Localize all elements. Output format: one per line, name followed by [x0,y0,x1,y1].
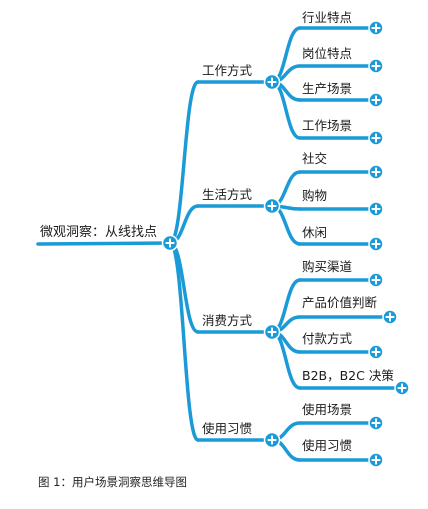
leaf-plus-icon[interactable] [368,130,384,146]
leaf-plus-icon[interactable] [368,58,384,74]
leaf-label: 行业特点 [302,10,352,25]
branch-label: 工作方式 [202,63,253,78]
root-underline [36,241,172,246]
figure-caption: 图 1：用户场景洞察思维导图 [38,475,187,489]
branch-connector [168,80,200,245]
root-label: 微观洞察：从线找点 [40,225,157,240]
branch-label: 使用习惯 [202,421,252,436]
branch-plus-icon[interactable] [263,323,281,341]
leaf-label: 付款方式 [302,331,353,346]
leaf-label: 产品价值判断 [302,295,377,310]
leaf-plus-icon[interactable] [382,309,398,325]
leaf-label: 使用习惯 [302,438,352,453]
leaf-plus-icon[interactable] [368,164,384,180]
branch-plus-icon[interactable] [263,197,281,215]
leaf-plus-icon[interactable] [368,272,384,288]
leaf-label: B2B，B2C 决策 [302,368,394,383]
leaf-label: 购买渠道 [302,259,353,274]
leaf-plus-icon[interactable] [394,380,410,396]
leaf-plus-icon[interactable] [368,344,384,360]
leaf-plus-icon[interactable] [368,415,384,431]
branch-plus-icon[interactable] [263,73,281,91]
leaf-label: 工作场景 [302,118,352,133]
leaf-label: 生产场景 [302,81,352,96]
leaf-plus-icon[interactable] [368,92,384,108]
branch-label: 消费方式 [202,313,253,328]
leaf-label: 使用场景 [302,402,352,417]
branch-connector [168,241,200,442]
root-plus-icon[interactable] [161,234,179,252]
leaf-label: 岗位特点 [302,46,352,61]
leaf-plus-icon[interactable] [368,201,384,217]
expand-buttons [161,20,410,468]
leaf-label: 休闲 [302,225,327,240]
leaf-plus-icon[interactable] [368,20,384,36]
branch-plus-icon[interactable] [263,431,281,449]
leaf-label: 购物 [302,188,327,203]
branch-label: 生活方式 [202,187,253,202]
leaf-plus-icon[interactable] [368,452,384,468]
leaf-label: 社交 [302,151,327,166]
leaf-plus-icon[interactable] [368,236,384,252]
